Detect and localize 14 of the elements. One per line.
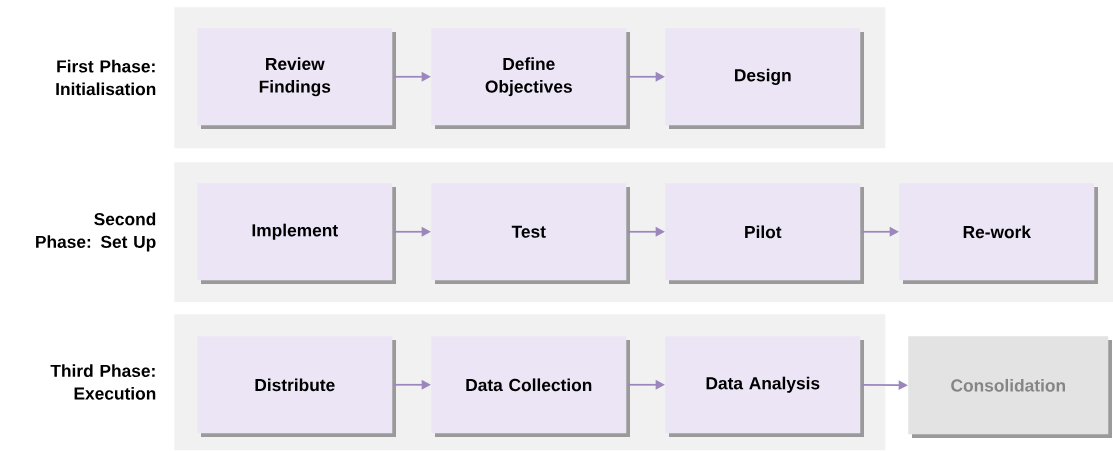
phase-label: First Phase: Initialisation — [56, 59, 156, 96]
process-box: Test — [431, 183, 630, 284]
process-box: Design — [665, 28, 864, 129]
process-box: Review Findings — [197, 28, 396, 129]
process-box: Define Objectives — [431, 28, 630, 129]
process-box: Data Collection — [431, 336, 630, 437]
process-box: Distribute — [197, 336, 396, 437]
phase-label: Second Phase: Set Up — [36, 212, 156, 252]
process-box: Re-work — [899, 183, 1098, 284]
process-box: Implement — [197, 183, 396, 284]
phase-label: Third Phase: Execution — [50, 364, 156, 400]
process-box: Pilot — [665, 183, 864, 284]
pending-process-box: Consolidation — [908, 336, 1112, 438]
process-box: Data Analysis — [665, 336, 864, 437]
